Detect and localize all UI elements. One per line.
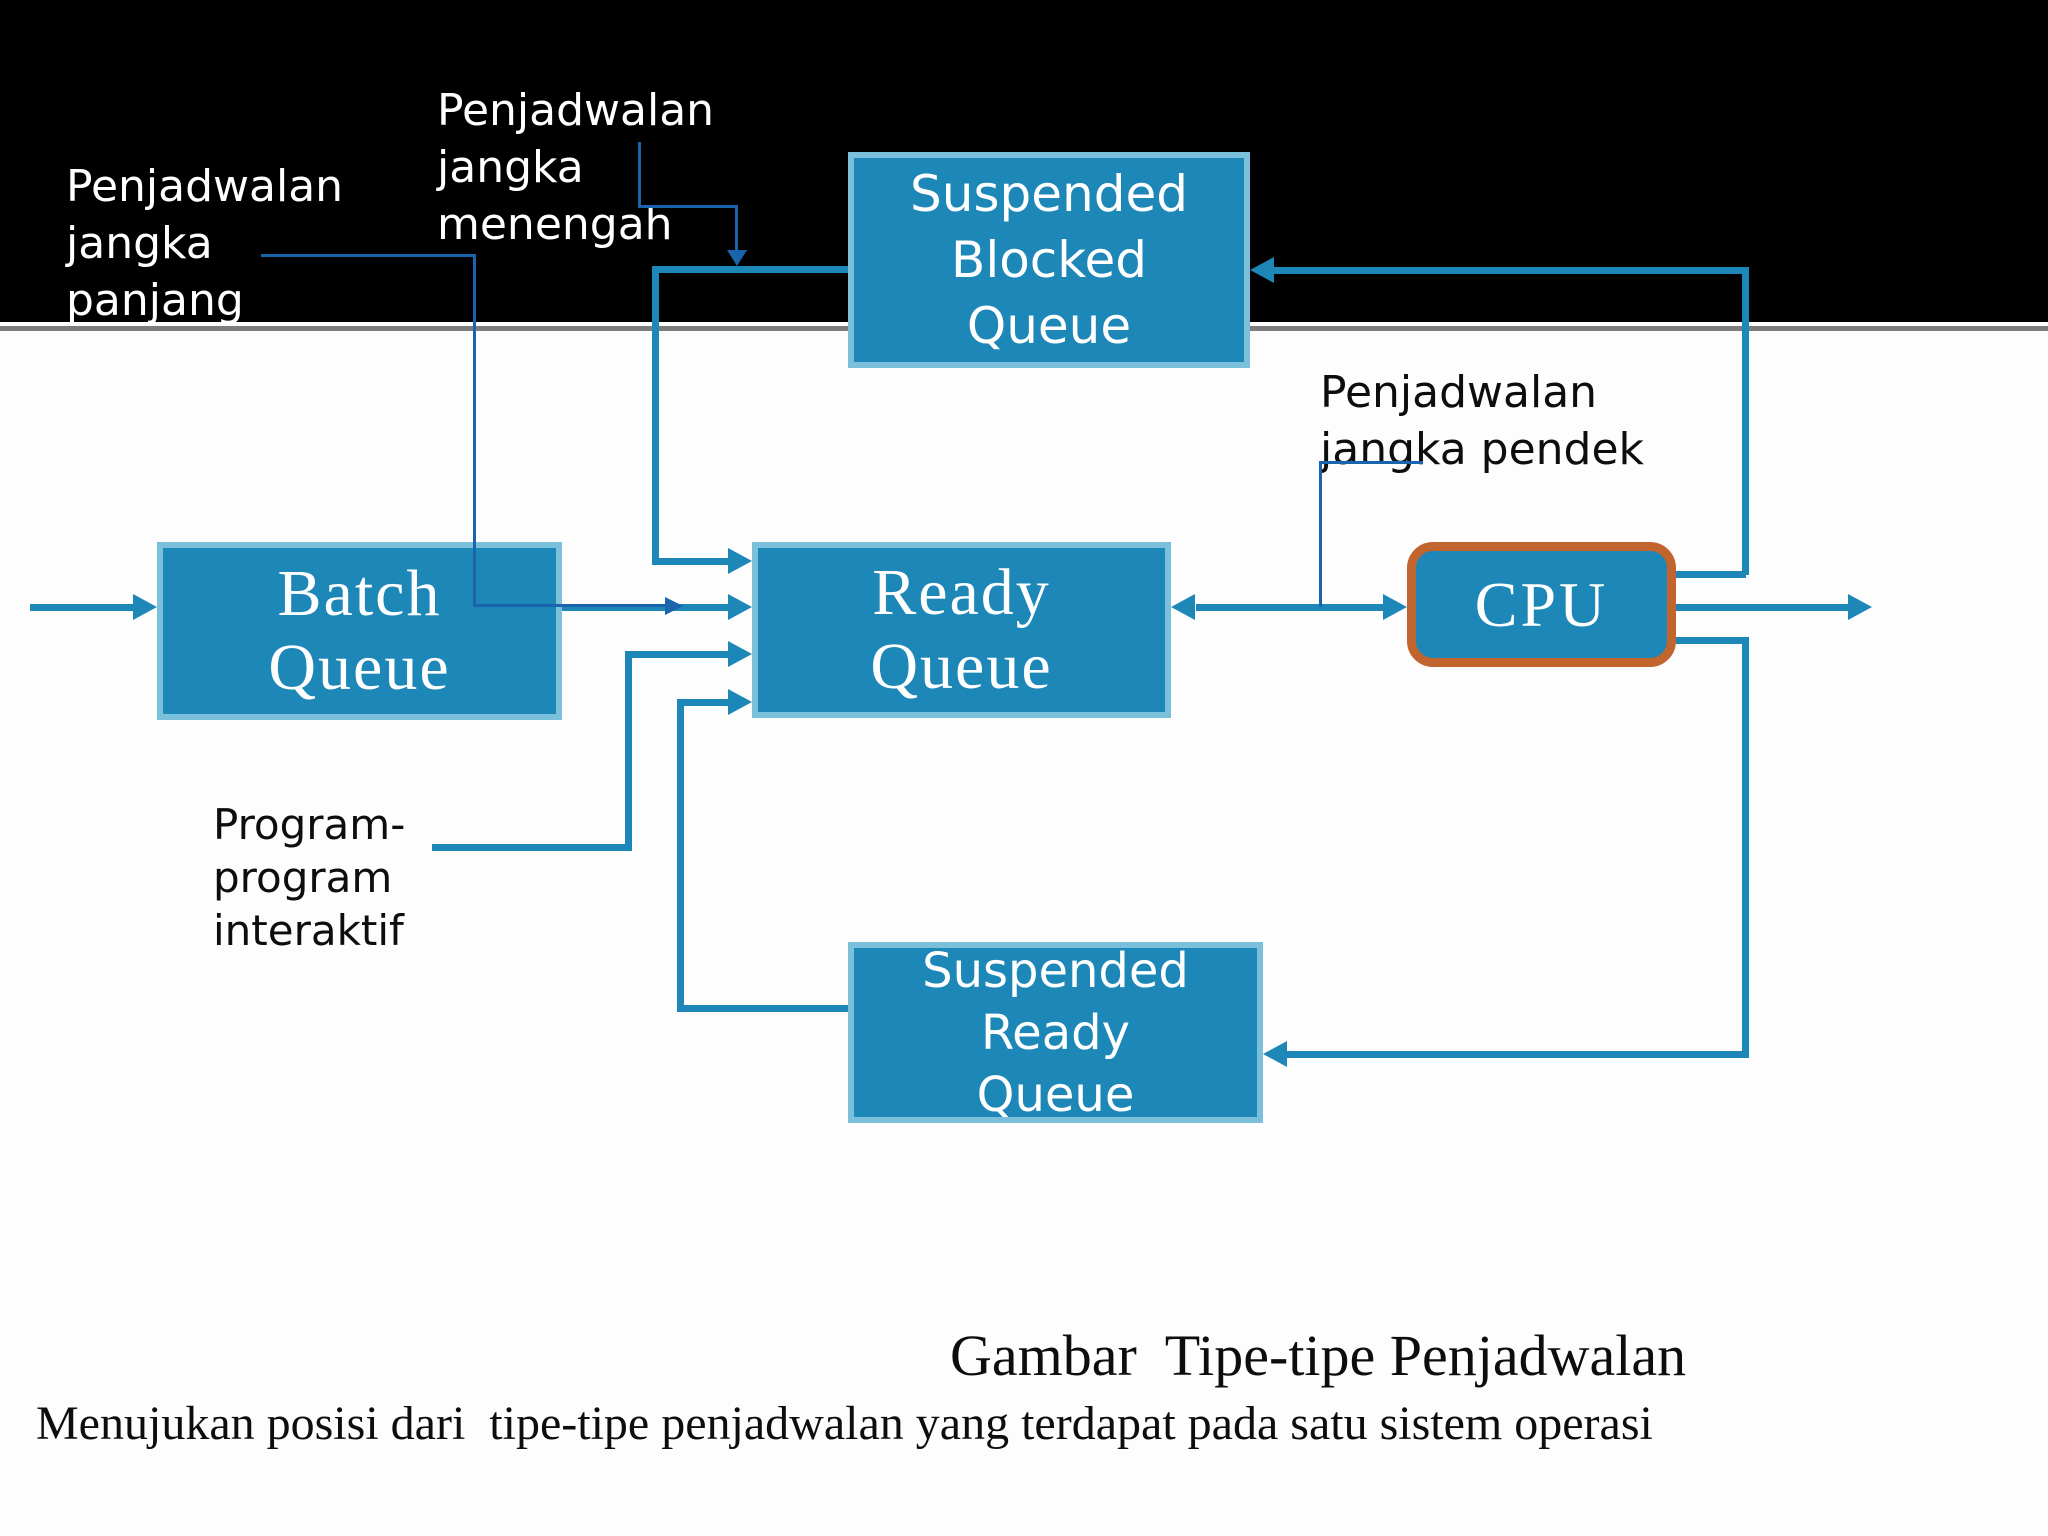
label-short-term-scheduler: Penjadwalan jangka pendek: [1320, 364, 1644, 478]
h-segment: [681, 699, 728, 706]
label-line: menengah: [437, 199, 673, 250]
h-segment: [30, 604, 133, 611]
h-segment: [261, 254, 475, 257]
arrowhead: [728, 548, 752, 574]
label-line: jangka pendek: [1320, 424, 1645, 475]
box-label-line: Blocked: [951, 231, 1147, 289]
h-segment: [1676, 637, 1746, 644]
h-segment: [638, 205, 738, 208]
arrowhead: [1250, 257, 1274, 283]
h-segment: [473, 604, 665, 607]
h-segment: [562, 604, 728, 611]
arrowhead: [1383, 594, 1407, 620]
suspended-blocked-queue-box: Suspended Blocked Queue: [848, 152, 1250, 368]
figure-caption: Gambar Tipe-tipe Penjadwalan: [950, 1323, 1687, 1388]
arrowhead: [665, 597, 683, 615]
v-segment: [473, 254, 476, 606]
box-label-line: Suspended: [922, 942, 1189, 999]
arrowhead: [1848, 594, 1872, 620]
label-line: Penjadwalan: [66, 161, 344, 212]
label-long-term-scheduler: Penjadwalan jangka panjang: [66, 158, 343, 329]
cpu-box: CPU: [1407, 542, 1676, 667]
h-segment: [652, 266, 848, 273]
h-segment: [1196, 604, 1383, 611]
label-line: program: [213, 853, 393, 902]
v-segment: [638, 142, 641, 208]
label-line: Penjadwalan: [1320, 367, 1598, 418]
box-label-line: CPU: [1474, 568, 1609, 640]
label-medium-term-scheduler: Penjadwalan jangka menengah: [437, 82, 714, 253]
v-segment: [735, 205, 738, 252]
box-label-line: Suspended: [910, 165, 1188, 223]
batch-queue-box: Batch Queue: [157, 542, 562, 720]
box-label-line: Queue: [976, 1066, 1135, 1123]
v-segment: [1742, 637, 1749, 1058]
h-segment: [652, 558, 732, 565]
v-segment: [1742, 267, 1749, 575]
label-line: Penjadwalan: [437, 85, 715, 136]
v-segment: [652, 266, 659, 565]
figure-description: Menujukan posisi dari tipe-tipe penjadwa…: [36, 1397, 1653, 1450]
v-segment: [625, 651, 632, 851]
box-label-line: Queue: [870, 630, 1053, 703]
h-segment: [1287, 1051, 1745, 1058]
v-segment: [1319, 461, 1322, 607]
suspended-ready-queue-box: Suspended Ready Queue: [848, 942, 1263, 1123]
label-line: jangka: [437, 142, 584, 193]
ready-queue-box: Ready Queue: [752, 542, 1171, 718]
arrowhead: [727, 250, 747, 266]
h-segment: [1676, 604, 1848, 611]
h-segment: [628, 651, 728, 658]
box-label-line: Batch: [277, 557, 442, 630]
h-segment: [1676, 571, 1746, 578]
arrowhead: [1263, 1041, 1287, 1067]
arrowhead: [728, 689, 752, 715]
h-segment: [1319, 461, 1423, 464]
label-line: interaktif: [213, 906, 404, 955]
label-line: panjang: [66, 275, 244, 326]
label-line: Program-: [213, 800, 406, 849]
box-label-line: Queue: [268, 631, 451, 704]
arrowhead: [728, 641, 752, 667]
h-segment: [432, 844, 628, 851]
v-segment: [677, 699, 684, 1009]
arrowhead: [133, 594, 157, 620]
box-label-line: Ready: [872, 556, 1051, 629]
arrowhead: [1171, 594, 1195, 620]
h-segment: [1274, 267, 1742, 274]
label-interactive-programs: Program- program interaktif: [213, 798, 405, 957]
box-label-line: Queue: [966, 297, 1132, 355]
h-segment: [677, 1005, 848, 1012]
arrowhead: [728, 594, 752, 620]
label-line: jangka: [66, 218, 213, 269]
box-label-line: Ready: [980, 1004, 1130, 1061]
